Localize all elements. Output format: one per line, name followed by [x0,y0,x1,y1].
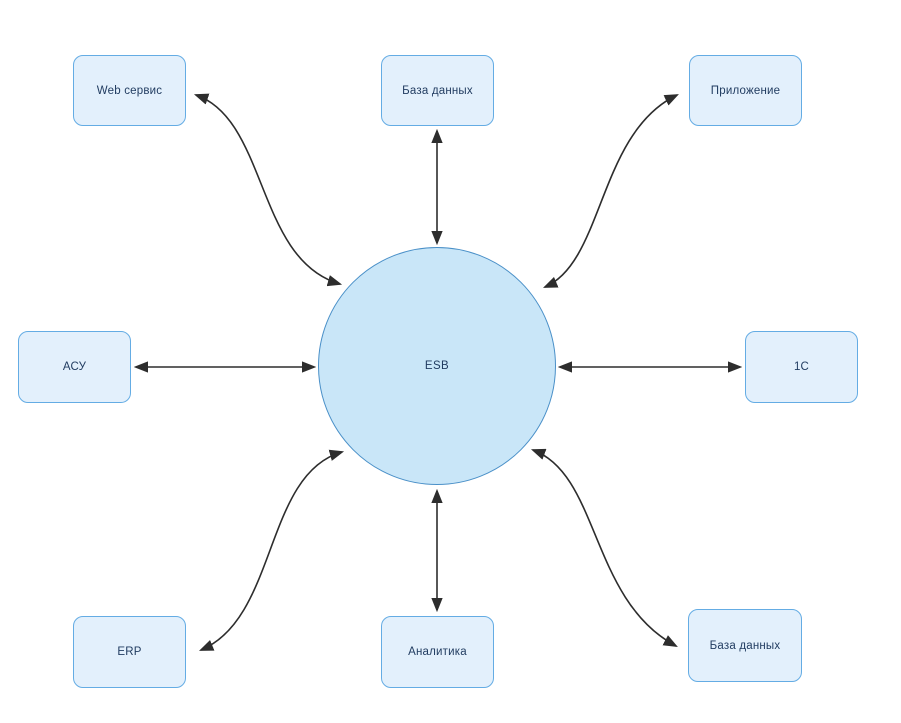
node-database-top: База данных [381,55,494,126]
connector-web-service-esb [193,93,343,287]
node-analytics: Аналитика [381,616,494,688]
node-web-service-label: Web сервис [96,84,163,97]
node-application: Приложение [689,55,802,126]
node-application-label: Приложение [710,84,781,97]
connector-database-bottom-esb [530,448,678,648]
node-erp-label: ERP [117,646,142,658]
node-erp: ERP [73,616,186,688]
node-asu: АСУ [18,331,131,403]
node-asu-label: АСУ [62,361,87,373]
node-web-service: Web сервис [73,55,186,126]
node-database-top-label: База данных [402,84,473,97]
node-database-bottom-label: База данных [709,639,781,652]
node-1c-label: 1С [793,361,810,373]
node-esb-hub: ESB [318,247,556,485]
connector-erp-esb [199,449,345,651]
node-analytics-label: Аналитика [408,646,467,658]
node-1c: 1С [745,331,858,403]
node-database-bottom: База данных [688,609,802,682]
node-esb-hub-label: ESB [424,360,450,372]
connector-application-esb [543,94,679,288]
